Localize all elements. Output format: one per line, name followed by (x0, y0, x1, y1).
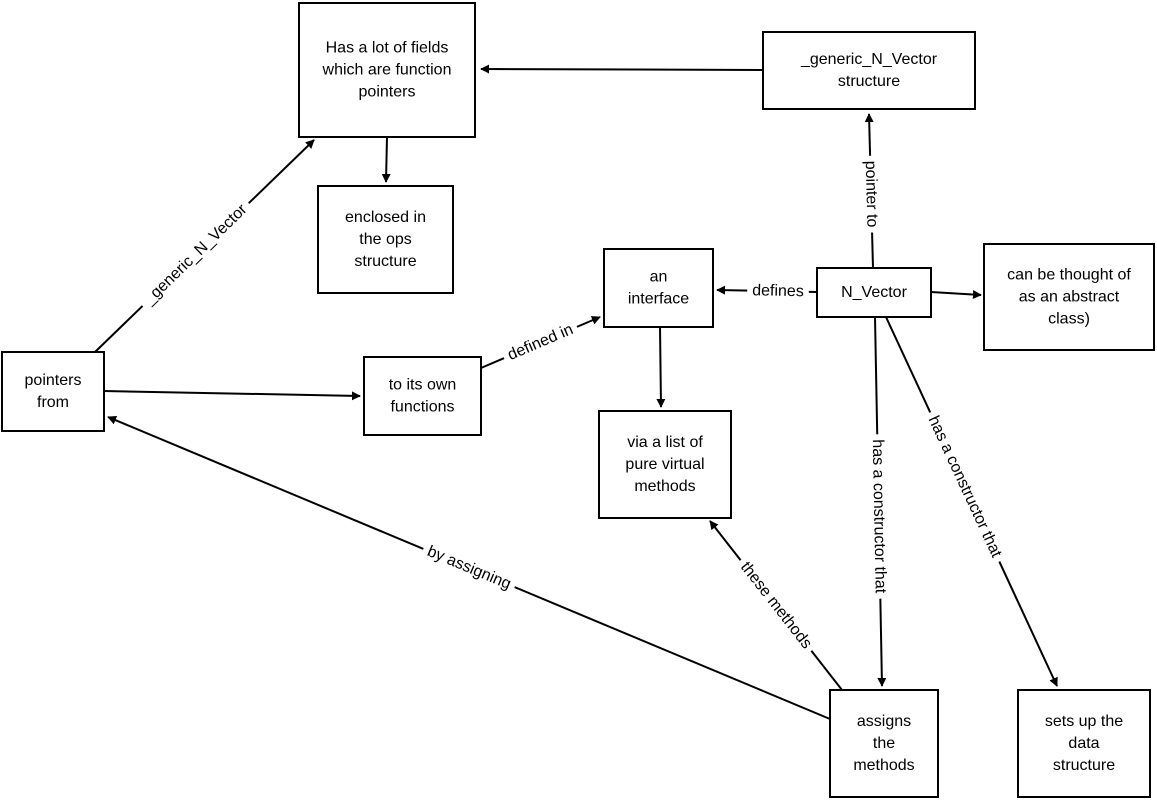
node-box (1017, 689, 1151, 798)
edge-label-background (920, 407, 1009, 566)
edge-label-background (732, 553, 820, 658)
node-text-line: enclosed in (345, 209, 426, 226)
node-text-line: from (37, 394, 69, 411)
node-text-line: pure virtual (625, 456, 704, 473)
node-text-line: to its own (389, 377, 457, 394)
node-box (298, 2, 476, 138)
node-text-line: structure (354, 253, 416, 270)
edge-pointers-to-own (103, 390, 361, 401)
node-text-line: class) (1048, 311, 1090, 328)
edge-label-nvector-to-assigns: has a constructor that (869, 439, 889, 594)
node-virtual: via a list of pure virtual methods (598, 410, 732, 519)
edge-label-group: defined in (499, 317, 582, 368)
node-own-functions: to its own functions (363, 356, 482, 436)
node-text-line: pointers (359, 84, 416, 101)
node-box (983, 243, 1155, 351)
edge-label-nvector-to-setsup: has a constructor that (925, 413, 1005, 560)
node-text-line: Has a lot of fields (326, 40, 449, 57)
edge-label-background (419, 539, 519, 597)
node-text-line: functions (390, 399, 454, 416)
node-text-line: methods (634, 478, 695, 495)
node-box (363, 356, 482, 436)
edge-nvector-to-abstract (930, 290, 982, 300)
node-text-line: data (1068, 735, 1099, 752)
edge-label-group: has a constructor that (866, 434, 891, 599)
edge-label-group: pointer to (859, 155, 883, 233)
node-box (816, 267, 932, 318)
edge-label-group: defines (746, 280, 810, 303)
node-assigns: assigns the methods (829, 689, 939, 798)
edge-fields-to-enclosed (381, 136, 391, 183)
node-fields: Has a lot of fields which are function poi… (298, 2, 476, 138)
node-text-line: methods (853, 757, 914, 774)
node-text-line: via a list of (627, 434, 703, 451)
node-box (829, 689, 939, 798)
node-text-line: as an abstract (1019, 289, 1120, 306)
node-text-line: structure (1053, 757, 1115, 774)
edge-generic-to-fields (480, 64, 764, 74)
edge-label-group: by assigning (419, 539, 519, 597)
edge-label-pointers-to-fields: _generic_N_Vector (140, 201, 251, 309)
node-setsup: sets up the data structure (1017, 689, 1151, 798)
node-enclosed: enclosed in the ops structure (317, 185, 454, 294)
node-text-line: can be thought of (1007, 267, 1131, 284)
node-nvector: N_Vector (816, 267, 932, 318)
edge-interface-to-virtual (656, 326, 666, 408)
node-interface: an interface (603, 248, 714, 328)
edge-label-assigns-to-virtual: these methods (737, 559, 815, 652)
node-text-line: pointers (25, 372, 82, 389)
node-text-line: interface (628, 291, 689, 308)
edge-label-nvector-to-generic: pointer to (862, 161, 881, 228)
node-box (317, 185, 454, 294)
node-text-line: sets up the (1045, 713, 1123, 730)
node-box (598, 410, 732, 519)
edge-label-assigns-to-pointers: by assigning (425, 543, 514, 593)
node-text-line: assigns (857, 713, 911, 730)
edge-label-background (866, 434, 891, 599)
node-generic-struct: _generic_N_Vector structure (762, 31, 976, 110)
node-abstract: can be thought of as an abstract class) (983, 243, 1155, 351)
node-text-line: N_Vector (841, 284, 907, 301)
node-text-line: _generic_N_Vector (800, 51, 938, 68)
edge-label-group: has a constructor that (920, 407, 1009, 566)
edge-label-background (746, 280, 810, 303)
node-box (603, 248, 714, 328)
edge-label-background (499, 317, 582, 368)
node-box (762, 31, 976, 110)
edge-label-nvector-to-interface: defines (752, 282, 804, 300)
node-text-line: which are function (322, 62, 452, 79)
edge-label-group: these methods (732, 553, 820, 658)
node-text-line: structure (838, 73, 900, 90)
edge-label-background (859, 155, 883, 233)
node-text-line: the (873, 735, 895, 752)
edge-label-group: _generic_N_Vector (135, 195, 257, 314)
node-box (1, 351, 105, 432)
node-text-line: an (650, 269, 668, 286)
node-text-line: the ops (359, 231, 411, 248)
node-pointers-from: pointers from (1, 351, 105, 432)
edge-label-background (135, 195, 257, 314)
